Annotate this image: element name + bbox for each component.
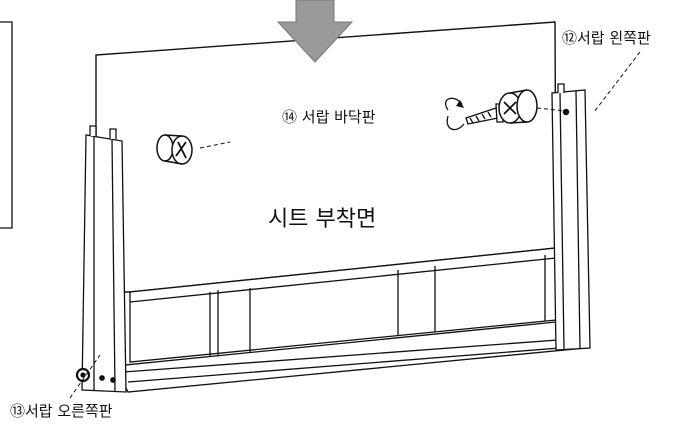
left-side-panel xyxy=(551,83,591,351)
right-side-panel xyxy=(75,125,127,393)
cam-lock-icon xyxy=(498,89,538,124)
leader-line-left-panel xyxy=(593,51,641,113)
leader-line-right-panel xyxy=(69,354,101,399)
label-right-panel: ⑬서랍 오른쪽판 xyxy=(10,402,113,420)
label-bottom-panel: ⑭ 서랍 바닥판 xyxy=(282,108,376,126)
label-sheet-side: 시트 부착면 xyxy=(268,207,376,232)
label-left-panel: ⑫서랍 왼쪽판 xyxy=(562,29,651,47)
guide-line xyxy=(536,107,566,112)
rotation-arrowhead-icon xyxy=(456,100,464,108)
down-arrow-icon xyxy=(276,0,354,63)
cam-lock-icon xyxy=(156,134,193,165)
side-frame-edge xyxy=(0,21,13,229)
guide-line xyxy=(199,141,231,149)
